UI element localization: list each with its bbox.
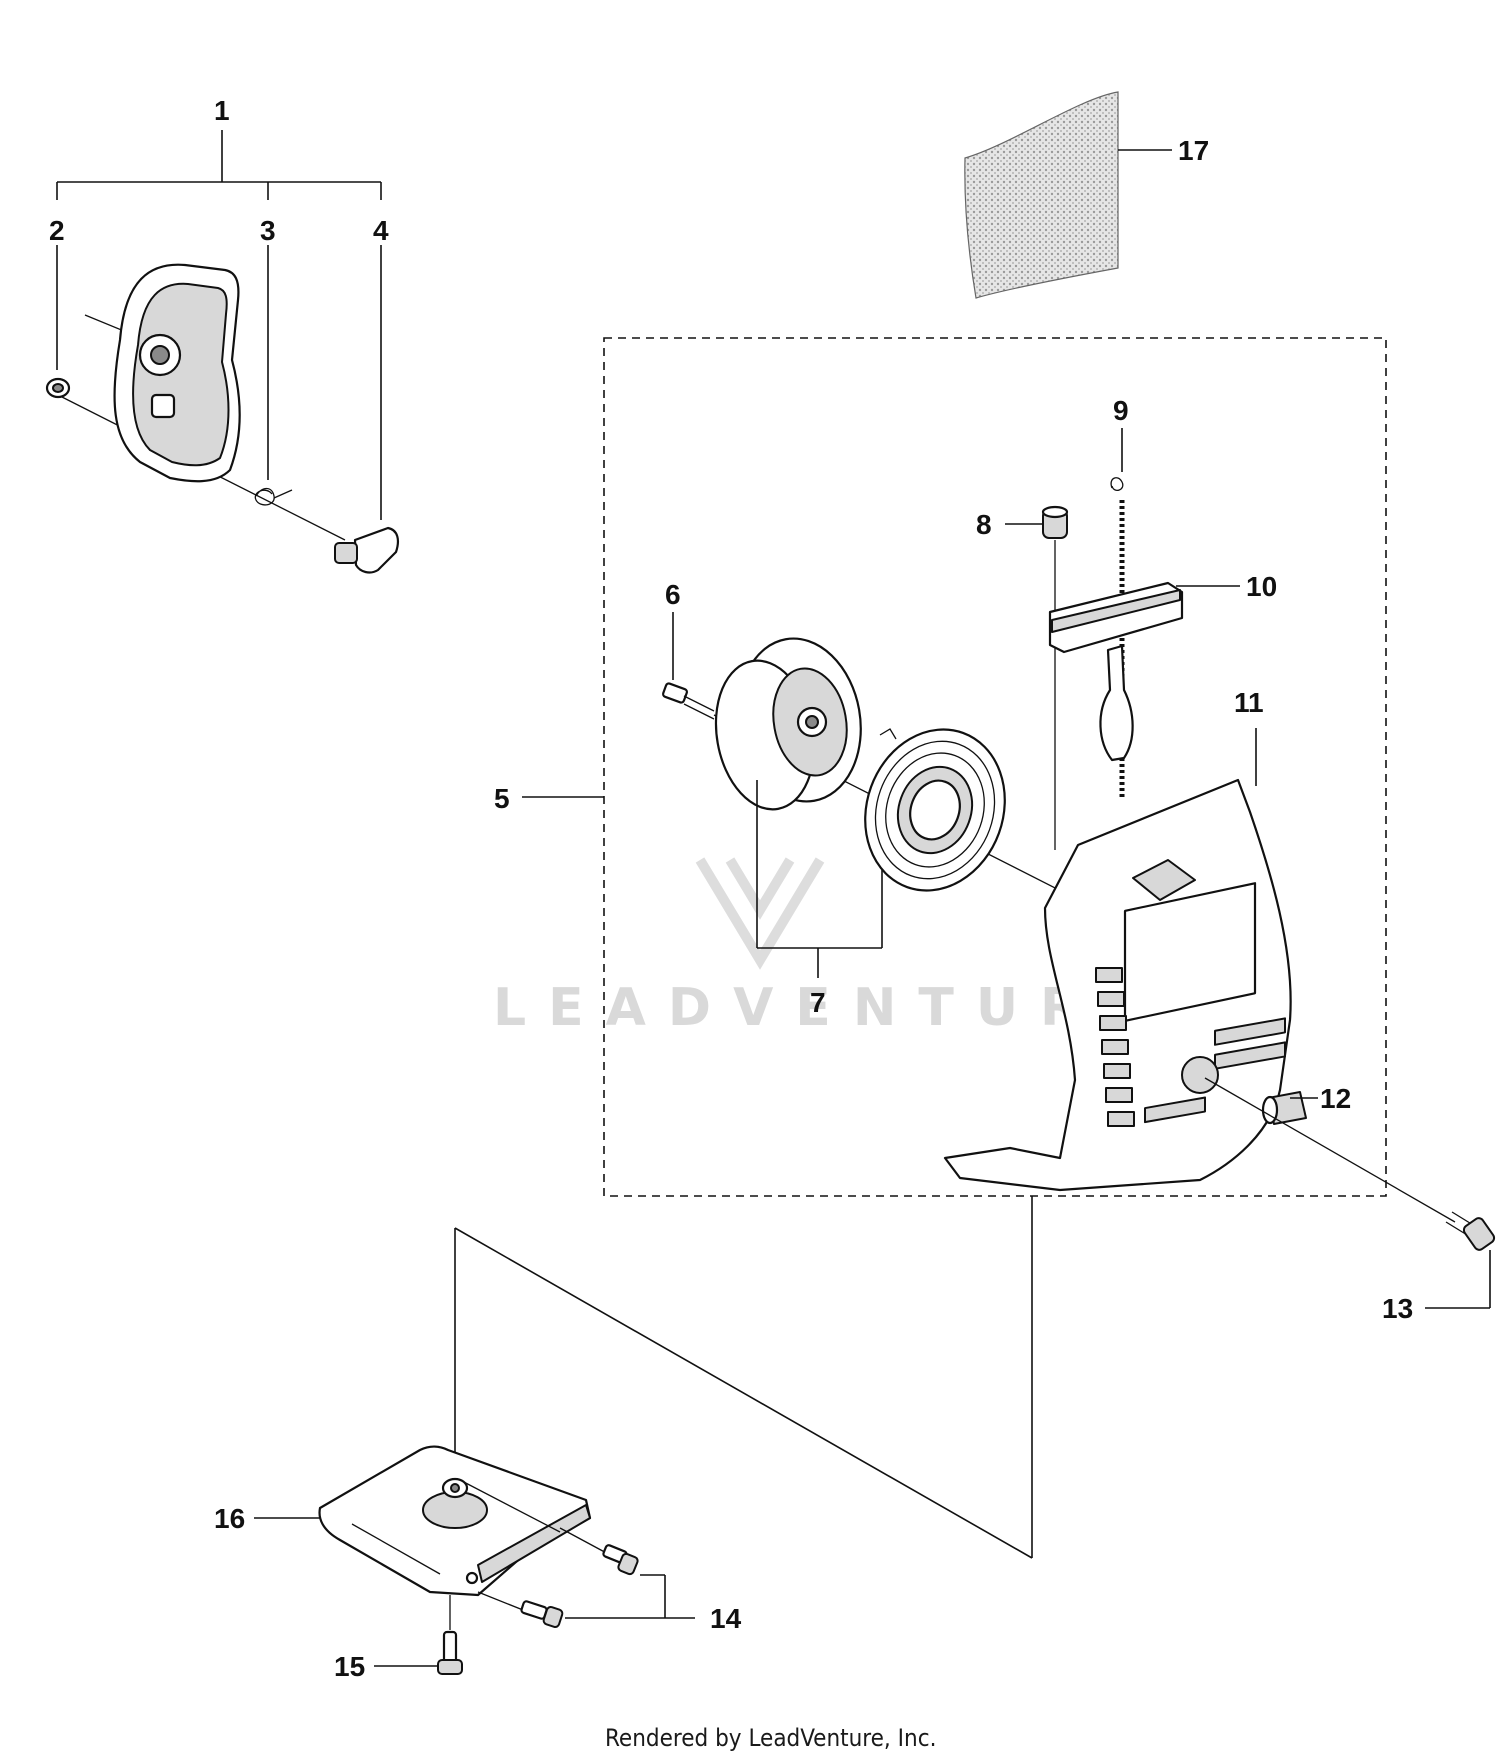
callout-2: 2 [49,215,65,246]
leader-13 [1425,1250,1491,1309]
callout-1: 1 [214,95,230,126]
callout-15: 15 [334,1651,365,1682]
callout-16: 16 [214,1503,245,1534]
group-1-lines [56,130,382,541]
screw-part-15 [437,1595,463,1675]
axis-12-13 [1204,1077,1456,1223]
screw-part-13 [1445,1211,1496,1251]
callout-8: 8 [976,509,992,540]
callout-7: 7 [810,987,826,1018]
callout-5: 5 [494,783,510,814]
housing-vents [1095,967,1286,1127]
callout-14: 14 [710,1603,742,1634]
watermark-text: LEADVENTURE [493,978,1160,1038]
screw-part-6 [662,682,715,720]
starter-housing-part-11 [943,778,1292,1192]
assembly-5-dashed-box [603,337,1387,1197]
assembly-leader-lines [454,1196,1033,1559]
screw-part-14a [559,1527,639,1576]
callout-4: 4 [373,215,389,246]
button-part-4 [334,526,399,574]
pulley-part [714,637,862,811]
handle-part-10 [1048,581,1184,762]
cap-part-8 [1041,505,1069,539]
callout-6: 6 [665,579,681,610]
footer-credit: Rendered by LeadVenture, Inc. [605,1724,936,1752]
screw-part-14b [477,1591,564,1628]
filter-part-17 [964,91,1119,299]
callout-labels: 1 2 3 4 5 6 7 8 9 10 11 12 13 14 15 16 1… [49,95,1413,1682]
callout-11: 11 [1234,687,1264,718]
callout-3: 3 [260,215,276,246]
callout-9: 9 [1113,395,1129,426]
watermark: LEADVENTURE [493,857,1160,1038]
leader-14 [565,1574,695,1619]
cover-plate-part [113,263,241,483]
recoil-spring-part [864,728,1006,892]
callout-12: 12 [1320,1083,1351,1114]
bushing-part-12 [1261,1091,1307,1125]
callout-13: 13 [1382,1293,1413,1324]
leader-7 [756,780,883,978]
plate-part-16 [318,1445,592,1597]
clip-part-2 [45,377,71,399]
spring-part-3 [254,487,293,506]
callout-17: 17 [1178,135,1209,166]
watermark-logo [695,857,825,970]
callout-10: 10 [1246,571,1277,602]
